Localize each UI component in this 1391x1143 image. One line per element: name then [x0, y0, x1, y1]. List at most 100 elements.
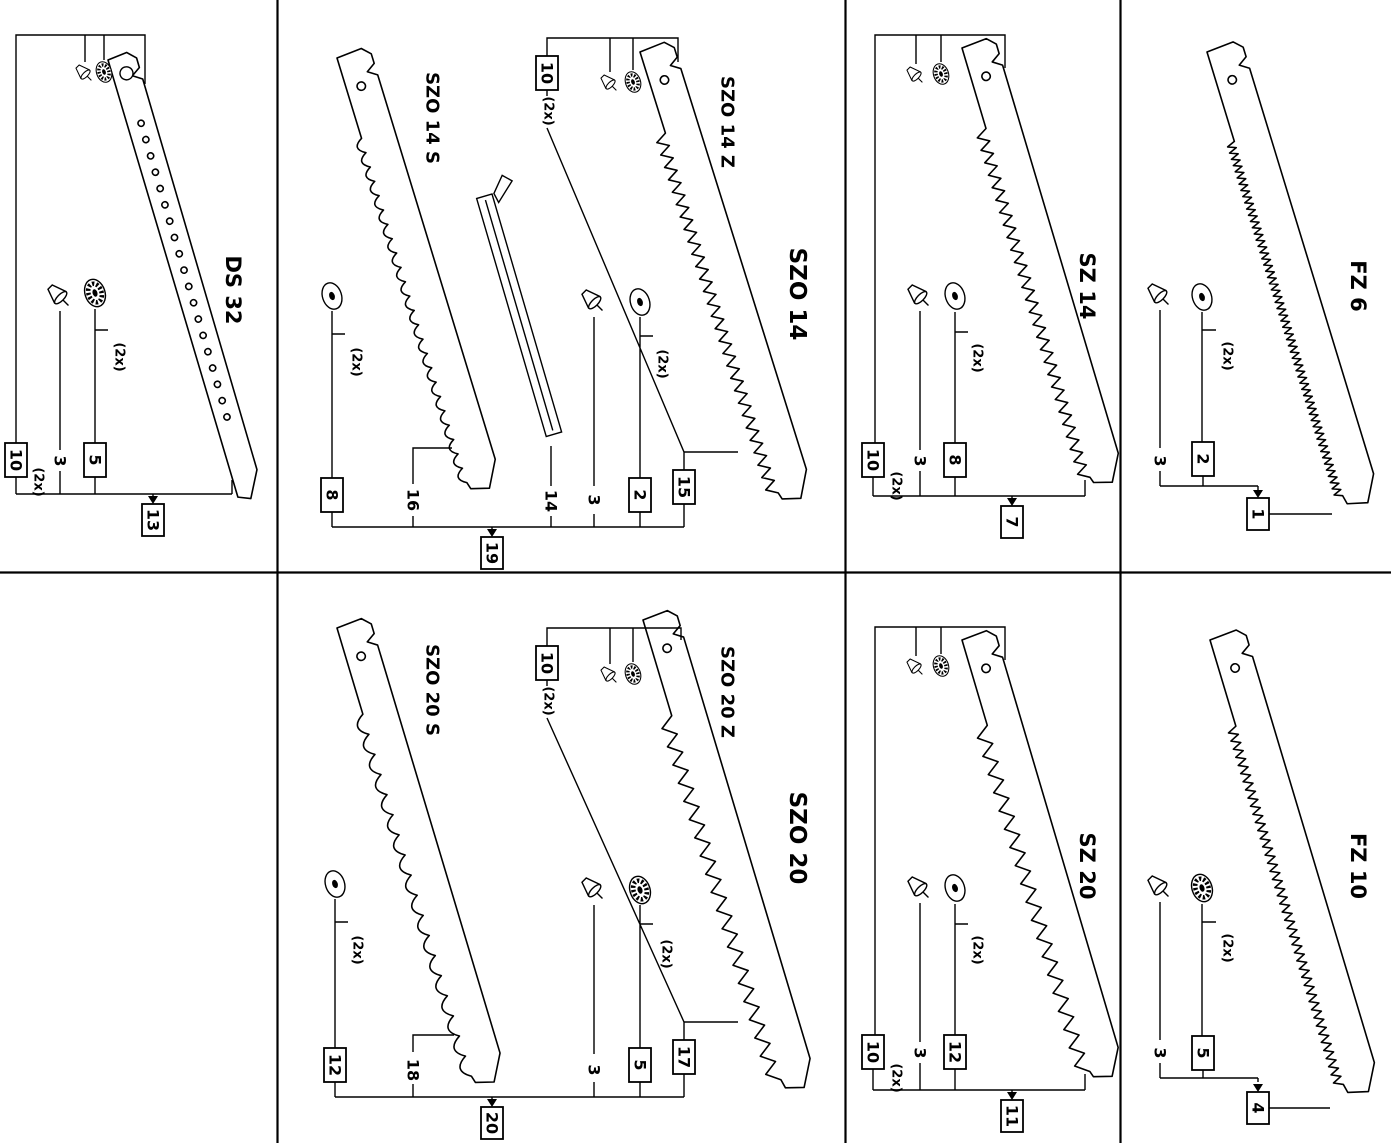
arrow-down-icon: [1007, 1092, 1017, 1100]
callout-box: [320, 477, 344, 513]
panel-sz14: 10 (2x) 3 8 (2x) 7 SZ 14: [861, 34, 1120, 539]
callout-screw: 3: [911, 1047, 930, 1058]
blade-outline: [642, 609, 811, 1089]
qty-label: (2x): [350, 935, 365, 964]
callout-blade-s: 18: [404, 1059, 423, 1081]
screw-icon: [577, 285, 609, 317]
qty-label: (2x): [349, 347, 364, 376]
screw-icon: [903, 280, 935, 312]
callout-box: [672, 1039, 696, 1075]
screw-icon: [597, 71, 622, 96]
qty-label: (2x): [541, 686, 556, 715]
blade-outline: [639, 41, 808, 500]
result-box: [1246, 1091, 1270, 1125]
callout-kit: 10: [864, 449, 883, 471]
serrated-washer-icon: [620, 67, 646, 97]
panel-title: SZ 14: [1075, 253, 1099, 320]
screw-icon: [903, 872, 935, 904]
blade-fz10: [1209, 629, 1376, 1094]
arrow-down-icon: [1007, 498, 1017, 506]
qty-label: (2x): [970, 343, 985, 372]
guard-flange: [493, 174, 514, 204]
callout-box: [1191, 1035, 1215, 1071]
callout-washer: 5: [1194, 1047, 1213, 1058]
panel-title: DS 32: [221, 255, 245, 324]
callout-kit: 10: [864, 1041, 883, 1063]
blade-outline: [961, 37, 1120, 484]
callout-box: [535, 55, 559, 91]
qty-label: (2x): [659, 939, 674, 968]
panel-sz20: 10 (2x) 3 12 (2x) 11 SZ 20: [861, 626, 1119, 1133]
result-box: [141, 503, 165, 537]
blade-outline: [336, 47, 497, 490]
qty-label: (2x): [1220, 933, 1235, 962]
callout-box: [1191, 441, 1215, 477]
qty-label: (2x): [889, 471, 904, 500]
callout-washer: 12: [946, 1041, 965, 1063]
callout-washer-s: 12: [326, 1054, 345, 1076]
screw-icon: [1143, 871, 1175, 903]
guard-foldline: [484, 199, 554, 431]
callout-screw: 3: [585, 1064, 604, 1075]
callout-screw: 3: [585, 494, 604, 505]
callout-box: [861, 1034, 885, 1070]
callout-box: [943, 442, 967, 478]
qty-label: (2x): [655, 349, 670, 378]
blade-outline: [961, 629, 1119, 1078]
screw-icon: [72, 61, 97, 86]
washer-icon: [941, 279, 969, 313]
callout-blade-z: 17: [675, 1046, 694, 1068]
qty-label: (2x): [889, 1063, 904, 1092]
callout-blade-s: 16: [404, 489, 423, 511]
callout-result: 13: [144, 509, 163, 531]
bar-outline: [107, 51, 258, 500]
connector-lines: [1159, 902, 1330, 1109]
callout-box: [323, 1047, 347, 1083]
callout-washer: 5: [86, 454, 105, 465]
panel-title: FZ 6: [1346, 260, 1370, 312]
screw-icon: [1143, 279, 1175, 311]
screw-icon: [903, 655, 928, 680]
callout-result: 4: [1249, 1102, 1268, 1113]
connector-lines: [331, 37, 738, 529]
callout-screw: 3: [51, 455, 70, 466]
arrow-down-icon: [1253, 490, 1263, 498]
blade-sz14: [961, 37, 1120, 484]
screw-icon: [903, 63, 928, 88]
callout-washer-z: 5: [631, 1059, 650, 1070]
blade-sz20: [961, 629, 1119, 1078]
callout-screw: 3: [911, 455, 930, 466]
qty-label: (2x): [970, 935, 985, 964]
serrated-washer-icon: [928, 59, 954, 89]
qty-label: (2x): [541, 96, 556, 125]
panel-title: FZ 10: [1346, 833, 1370, 899]
callout-kit: 10: [538, 62, 557, 84]
callout-washer-z: 2: [631, 489, 650, 500]
serrated-washer-icon: [620, 659, 646, 689]
blade-s-label: SZO 14 S: [422, 72, 443, 164]
panel-szo20: 10 (2x) 12 (2x) 18 3 5 (2x) 17 20 SZO 20…: [321, 609, 811, 1140]
blade-outline: [1209, 629, 1376, 1094]
panel-title: SZO 20: [784, 792, 810, 885]
callout-screw: 3: [1151, 455, 1170, 466]
serrated-washer-icon: [1188, 872, 1216, 905]
callout-result: 20: [483, 1112, 502, 1134]
callout-box: [628, 1047, 652, 1083]
washer-icon: [318, 279, 346, 313]
result-box: [480, 536, 504, 570]
arrow-down-icon: [148, 496, 158, 504]
washer-icon: [941, 871, 969, 905]
callout-box: [672, 469, 696, 505]
callout-screw: 3: [1151, 1047, 1170, 1058]
blade-z-label: SZO 14 Z: [717, 76, 738, 168]
blade-szo20z: [642, 609, 811, 1089]
blade-szo14s: [336, 47, 497, 490]
screw-icon: [597, 663, 622, 688]
arrow-down-icon: [1253, 1084, 1263, 1092]
qty-label: (2x): [31, 467, 46, 496]
connector-lines: [872, 626, 1086, 1092]
callout-kit: 10: [538, 652, 557, 674]
callout-washer-s: 8: [323, 489, 342, 500]
callout-kit: 10: [7, 449, 26, 471]
panel-fz10: (2x) 3 5 4 FZ 10: [1143, 629, 1376, 1125]
